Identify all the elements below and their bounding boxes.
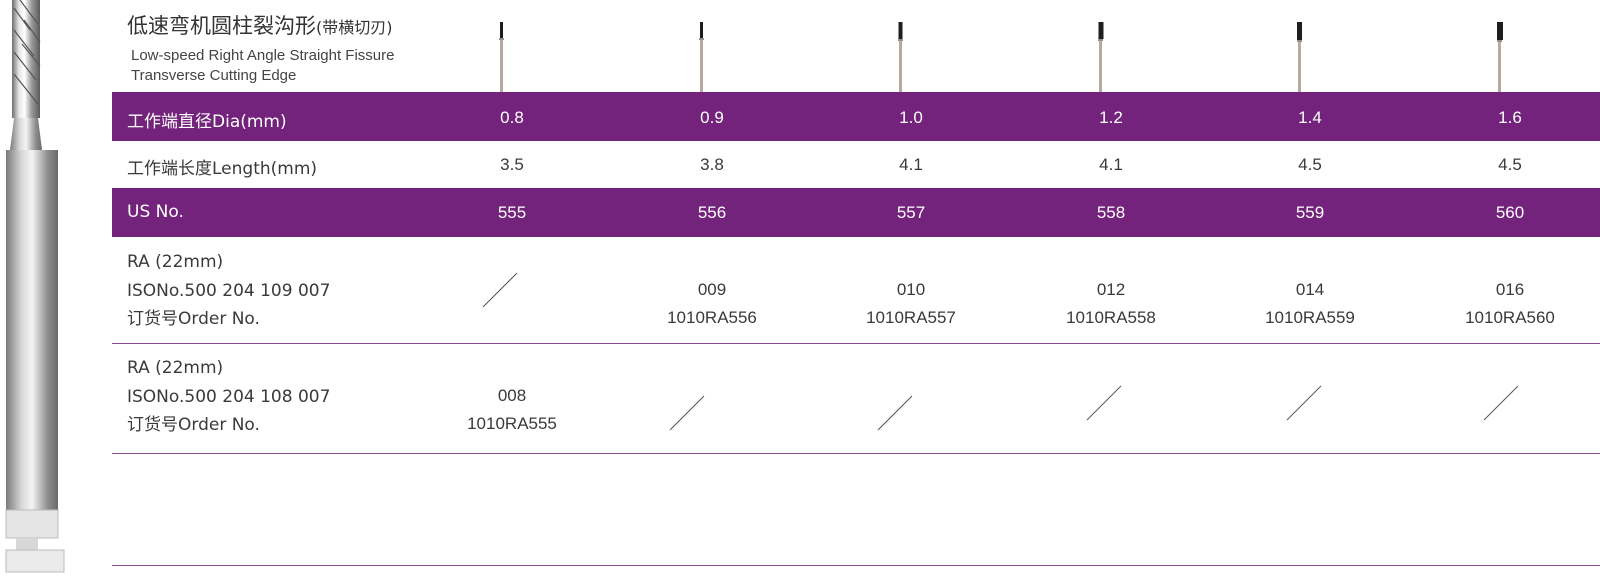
cell-ra2: 008 1010RA555 (417, 386, 607, 434)
ra1-order: 1010RA556 (667, 308, 757, 327)
ra2-code: 008 (497, 386, 527, 405)
bur-image-560 (1497, 22, 1503, 92)
cell-dia: 1.4 (1298, 108, 1322, 127)
title-en-line2: Transverse Cutting Edge (131, 67, 297, 84)
row-dia-band (112, 92, 1600, 141)
ra1-code: 012 (1096, 280, 1126, 299)
cell-length: 4.1 (899, 155, 923, 174)
title-en-line1: Low-speed Right Angle Straight Fissure (131, 47, 395, 64)
cell-ra1: 016 1010RA560 (1430, 280, 1590, 328)
cell-dia: 0.8 (500, 108, 524, 127)
order-number-label: 订货号Order No. (127, 309, 260, 329)
cell-dia: 1.6 (1498, 108, 1522, 127)
iso-number-label: ISONo.500 204 108 007 (127, 386, 331, 407)
cell-length: 3.8 (700, 155, 724, 174)
cell-length: 4.5 (1298, 155, 1322, 174)
cell-ra1: 014 1010RA559 (1230, 280, 1390, 328)
row-label-ra-109: RA (22mm) ISONo.500 204 109 007 订货号Order… (127, 248, 330, 334)
ra1-order: 1010RA559 (1265, 308, 1355, 327)
row-label-dia: 工作端直径Dia(mm) (127, 112, 287, 132)
row-divider (112, 453, 1600, 454)
bur-illustration (5, 0, 65, 573)
not-available-mark (1086, 385, 1122, 421)
title-suffix: (带横切刃) (316, 18, 393, 37)
bur-image-558 (1098, 22, 1104, 92)
cell-us: 557 (896, 203, 926, 222)
iso-number-label: ISONo.500 204 109 007 (127, 280, 331, 301)
row-us-band (112, 188, 1600, 237)
row-divider (112, 565, 1600, 566)
ra1-code: 014 (1295, 280, 1325, 299)
bur-image-559 (1297, 22, 1302, 92)
ra1-order: 1010RA558 (1066, 308, 1156, 327)
ra1-code: 009 (697, 280, 727, 299)
bur-image-557 (898, 22, 903, 92)
row-label-ra-108: RA (22mm) ISONo.500 204 108 007 订货号Order… (127, 354, 330, 440)
cell-length: 3.5 (500, 155, 524, 174)
cell-us: 555 (497, 203, 527, 222)
ra2-order: 1010RA555 (467, 414, 557, 433)
cell-length: 4.5 (1498, 155, 1522, 174)
ra1-order: 1010RA557 (866, 308, 956, 327)
row-label-length: 工作端长度Length(mm) (127, 159, 318, 179)
cell-us: 558 (1096, 203, 1126, 222)
product-title-en: Low-speed Right Angle Straight Fissure T… (131, 46, 394, 86)
not-available-mark (1483, 385, 1519, 421)
cell-ra1: 012 1010RA558 (1031, 280, 1191, 328)
row-label-us: US No. (127, 202, 184, 222)
not-available-mark (877, 395, 913, 431)
product-title-cn: 低速弯机圆柱裂沟形(带横切刃) (127, 14, 393, 38)
not-available-mark (482, 272, 518, 308)
ra-size-label: RA (22mm) (127, 252, 224, 272)
cell-us: 560 (1495, 203, 1525, 222)
not-available-mark (669, 395, 705, 431)
row-divider (112, 343, 1600, 344)
cell-dia: 1.2 (1099, 108, 1123, 127)
ra1-code: 016 (1495, 280, 1525, 299)
cell-dia: 0.9 (700, 108, 724, 127)
cell-dia: 1.0 (899, 108, 923, 127)
order-number-label: 订货号Order No. (127, 415, 260, 435)
ra-size-label: RA (22mm) (127, 358, 224, 378)
not-available-mark (1286, 385, 1322, 421)
ra1-code: 010 (896, 280, 926, 299)
cell-length: 4.1 (1099, 155, 1123, 174)
cell-ra1: 009 1010RA556 (632, 280, 792, 328)
bur-image-555 (499, 22, 504, 92)
ra1-order: 1010RA560 (1465, 308, 1555, 327)
cell-us: 559 (1295, 203, 1325, 222)
cell-us: 556 (697, 203, 727, 222)
cell-ra1: 010 1010RA557 (831, 280, 991, 328)
bur-image-556 (699, 22, 704, 92)
